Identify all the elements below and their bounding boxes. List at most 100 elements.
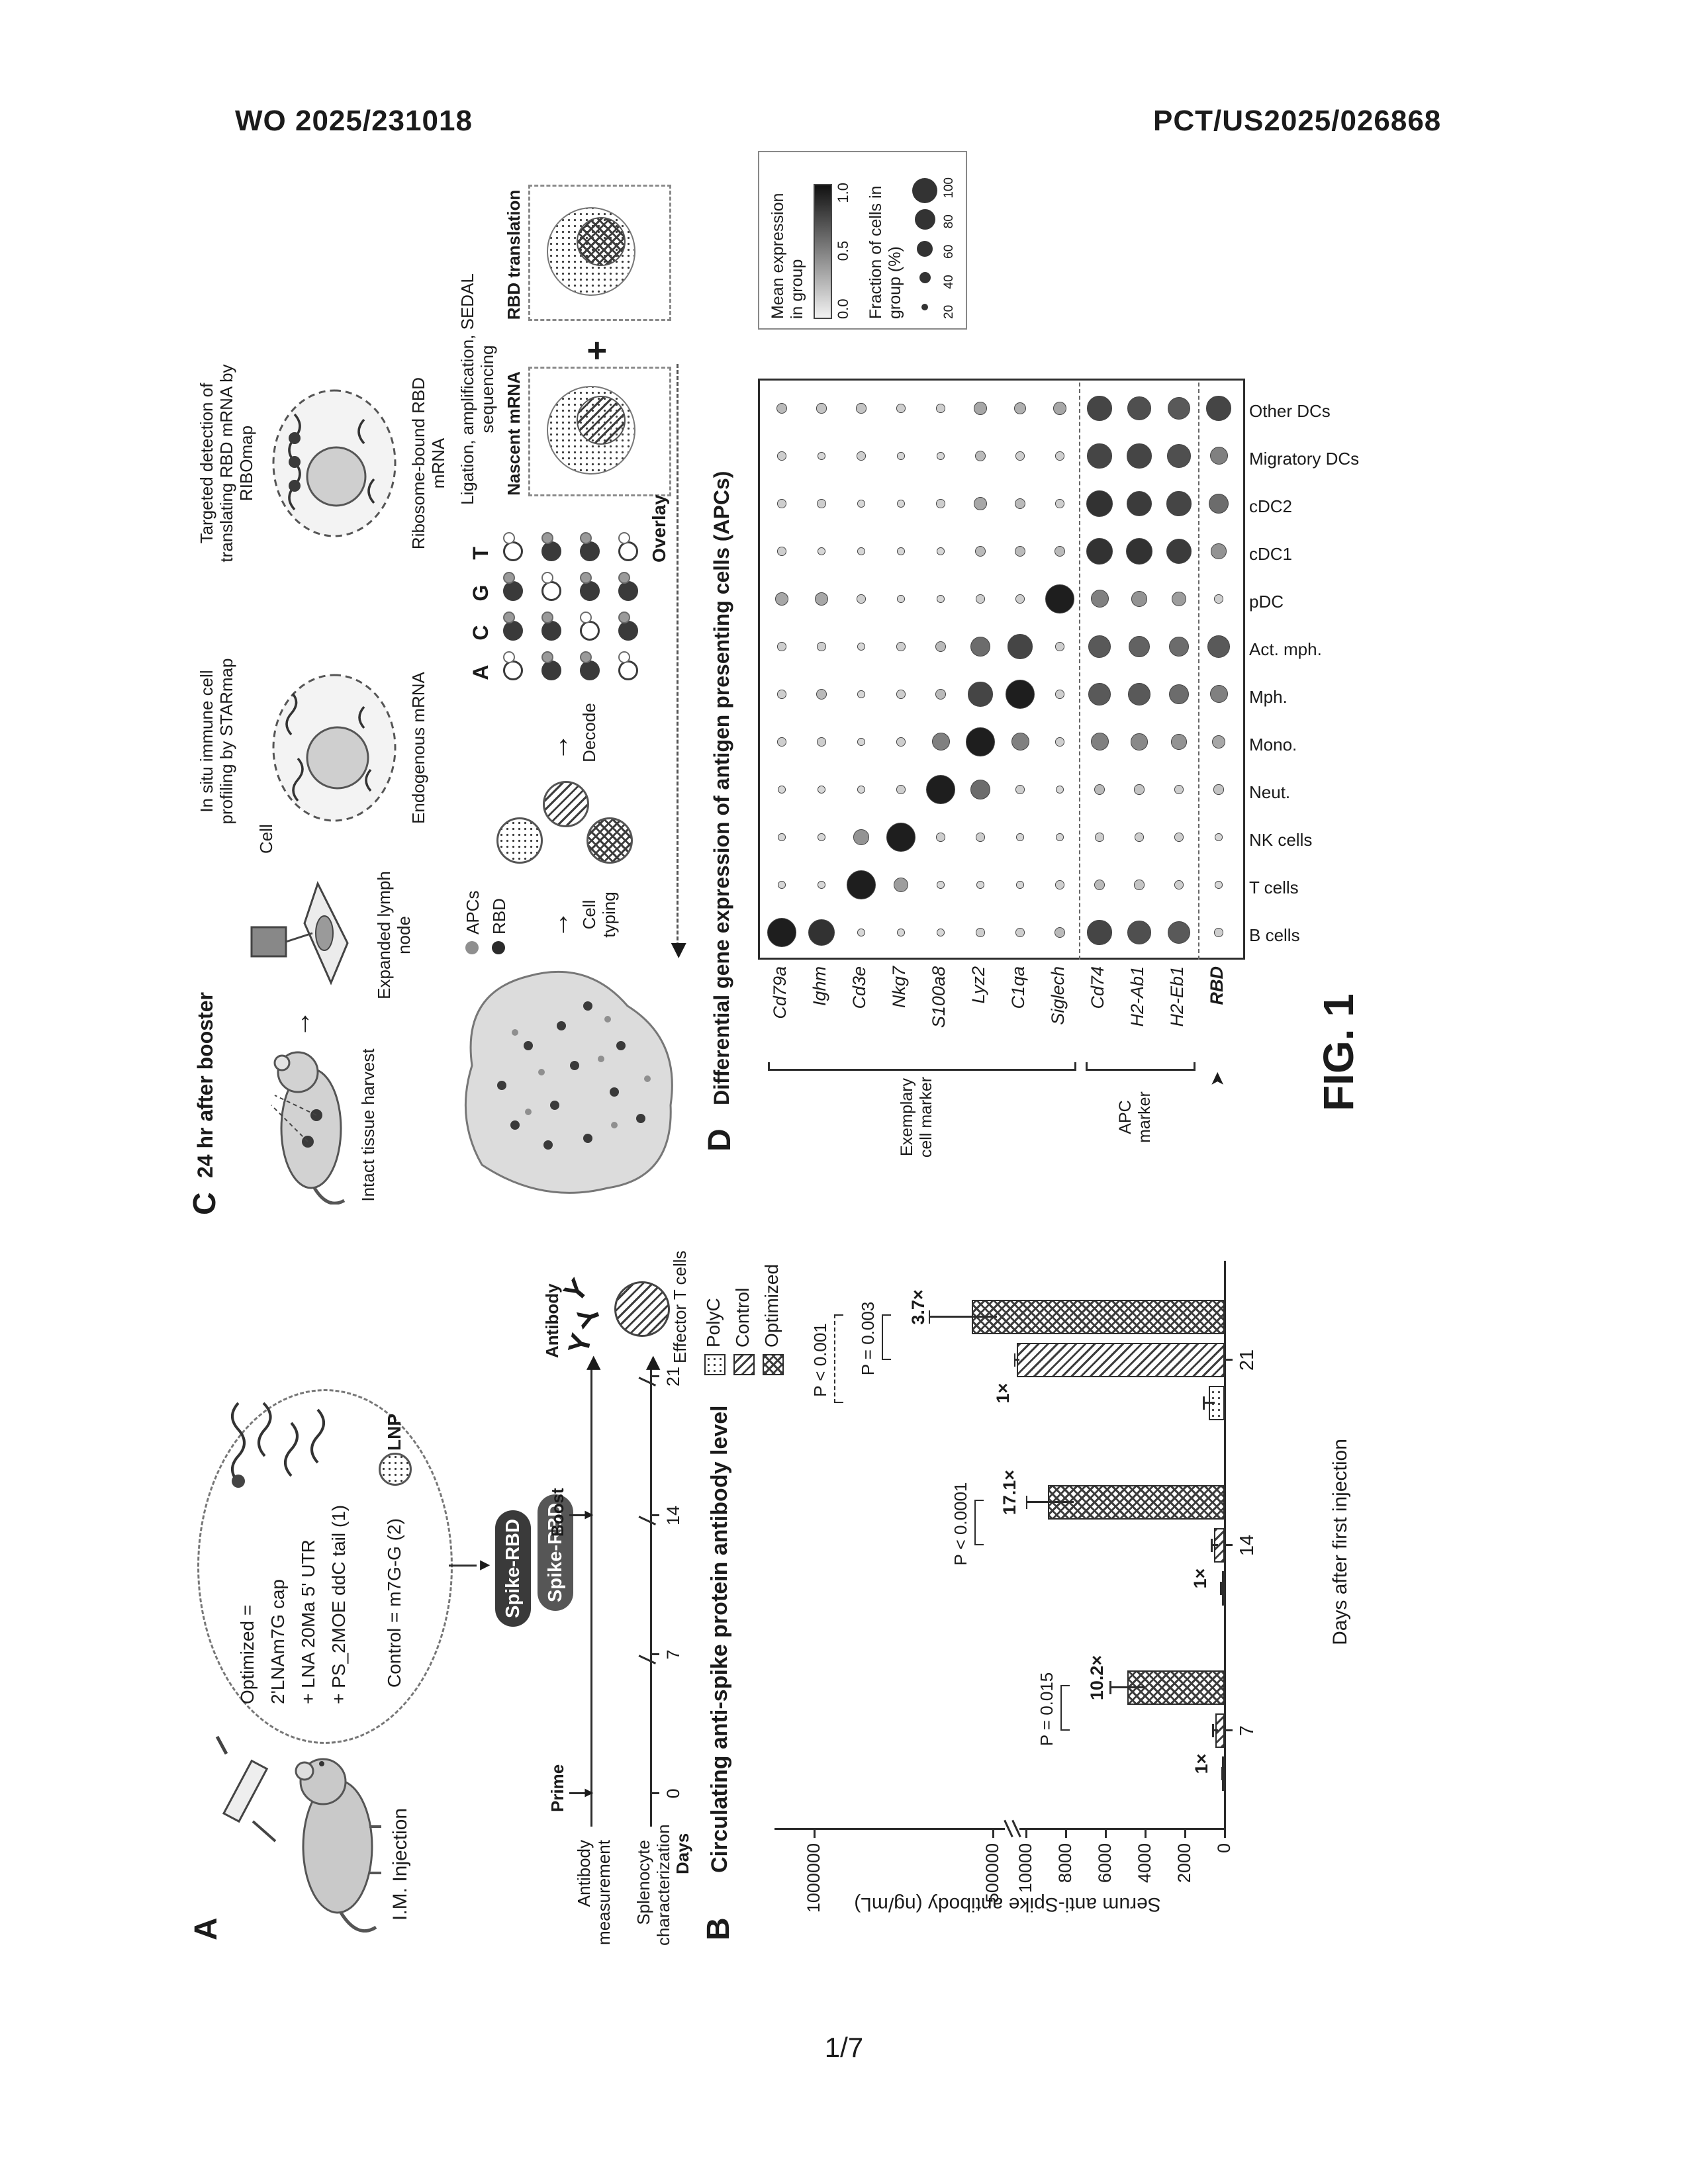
y-tick bbox=[1145, 1830, 1147, 1838]
typed-cell-icon bbox=[586, 817, 633, 864]
p-bracket bbox=[974, 1500, 984, 1545]
dot-H2-Eb1-Migratory DCs bbox=[1167, 444, 1191, 468]
barcode-dot bbox=[541, 651, 553, 663]
fraction-size-label: 80 bbox=[942, 214, 956, 229]
p-value-label: P = 0.003 bbox=[858, 1301, 878, 1376]
gene-label-Nkg7: Nkg7 bbox=[889, 966, 909, 1009]
dot-Cd74-Migratory DCs bbox=[1087, 443, 1112, 469]
y-tick bbox=[1184, 1830, 1186, 1838]
gene-label-S100a8: S100a8 bbox=[929, 966, 949, 1028]
y-tick-label-1000000: 1000000 bbox=[804, 1843, 823, 1913]
dot-RBD-Migratory DCs bbox=[1209, 447, 1228, 465]
dot-Nkg7-Mono. bbox=[896, 737, 906, 747]
barcode-dot bbox=[541, 581, 561, 601]
dot-Siglech-T cells bbox=[1055, 880, 1064, 889]
legend-label: Control bbox=[732, 1287, 753, 1347]
arrow-left-icon: ◀ bbox=[667, 942, 688, 958]
dot-H2-Ab1-Mph. bbox=[1128, 683, 1150, 705]
gene-label-H2-Eb1: H2-Eb1 bbox=[1167, 966, 1187, 1027]
cell-label: Cell bbox=[256, 824, 276, 854]
barcode-dot bbox=[541, 572, 553, 584]
figure-1-rotated-canvas: A I.M. Injection Optimized = 2'LNAm7G ca… bbox=[185, 151, 1390, 1952]
mrna-squiggle-icon bbox=[231, 1402, 325, 1488]
dot-H2-Ab1-B cells bbox=[1127, 921, 1151, 944]
celltype-label: Mono. bbox=[1249, 735, 1297, 754]
y-tick bbox=[1025, 1830, 1027, 1838]
barcode-dot bbox=[503, 541, 523, 561]
dot-Ighm-NK cells bbox=[818, 833, 825, 841]
dot-RBD-B cells bbox=[1214, 928, 1223, 937]
gene-group-divider bbox=[1198, 383, 1199, 960]
bar-control-day21 bbox=[1016, 1343, 1225, 1377]
x-axis-label: Days after first injection bbox=[1329, 1439, 1351, 1645]
y-tick bbox=[1105, 1830, 1107, 1838]
dot-Siglech-Other DCs bbox=[1053, 401, 1067, 416]
dot-C1qa-T cells bbox=[1016, 881, 1024, 889]
rbd-arrow-icon: ➤ bbox=[1207, 1071, 1227, 1087]
barcode-dot bbox=[580, 621, 600, 641]
gene-group-bracket bbox=[1086, 1062, 1196, 1071]
error-bar-cap bbox=[1211, 1539, 1213, 1552]
celltype-label: Migratory DCs bbox=[1249, 449, 1360, 469]
dot-Nkg7-Neut. bbox=[896, 785, 906, 794]
dot-Lyz2-NK cells bbox=[976, 833, 985, 842]
rbd-legend-label: RBD bbox=[489, 898, 509, 934]
dot-Cd79a-B cells bbox=[767, 918, 796, 947]
dot-Siglech-Migratory DCs bbox=[1055, 451, 1064, 461]
dot-H2-Eb1-B cells bbox=[1168, 921, 1190, 944]
y-tick-label-6000: 6000 bbox=[1095, 1843, 1115, 1884]
dot-S100a8-cDC2 bbox=[936, 499, 945, 508]
dot-C1qa-Neut. bbox=[1015, 785, 1025, 794]
gene-label-H2-Ab1: H2-Ab1 bbox=[1127, 966, 1147, 1027]
arrow-right-icon: → bbox=[543, 911, 574, 938]
gene-label-C1qa: C1qa bbox=[1008, 966, 1028, 1009]
publication-number: WO 2025/231018 bbox=[235, 105, 473, 137]
error-bar bbox=[1025, 1501, 1074, 1503]
p-bracket bbox=[834, 1314, 843, 1403]
dot-Cd74-pDC bbox=[1090, 590, 1109, 608]
dot-Cd74-Other DCs bbox=[1087, 396, 1112, 421]
splenocyte-marker bbox=[638, 1504, 662, 1525]
dot-Siglech-Act. mph. bbox=[1055, 642, 1064, 651]
base-letter-G: G bbox=[469, 584, 492, 602]
barcode-dot bbox=[580, 541, 600, 561]
timeline-day-0: 0 bbox=[663, 1788, 683, 1799]
rbd-dot-icon bbox=[491, 941, 505, 954]
dot-RBD-pDC bbox=[1214, 594, 1223, 604]
boost-arrow-head: ▼ bbox=[580, 1508, 596, 1522]
barcode-dot bbox=[580, 572, 592, 584]
tcell-label: Effector T cells bbox=[670, 1250, 690, 1363]
error-bar bbox=[1203, 1402, 1215, 1404]
dot-S100a8-pDC bbox=[937, 595, 945, 603]
ribomap-caption: Targeted detection of translating RBD mR… bbox=[197, 364, 256, 563]
barcode-dot bbox=[618, 651, 630, 663]
y-axis-line bbox=[774, 1828, 1225, 1830]
legend-label: PolyC bbox=[703, 1298, 724, 1347]
dot-H2-Eb1-Other DCs bbox=[1168, 397, 1190, 420]
nucleus-icon bbox=[577, 217, 626, 266]
p-value-label: P < 0.0001 bbox=[951, 1482, 970, 1566]
panel-d-dotplot: D Differential gene expression of antige… bbox=[695, 151, 1390, 1158]
barcode-dot bbox=[618, 581, 638, 601]
barcode-dot bbox=[503, 581, 523, 601]
dot-S100a8-NK cells bbox=[936, 833, 945, 842]
bar-optimized-day14 bbox=[1048, 1485, 1225, 1520]
dot-Ighm-cDC2 bbox=[817, 499, 826, 508]
arrow-right-icon: → bbox=[543, 733, 574, 761]
barcode-dot bbox=[541, 660, 561, 680]
fraction-dots-row bbox=[912, 177, 941, 319]
expression-tick: 0.5 bbox=[835, 240, 851, 261]
x-tick-label-day7: 7 bbox=[1237, 1725, 1258, 1737]
error-bar-cap bbox=[1220, 1582, 1222, 1595]
expression-gradient-bar bbox=[814, 184, 832, 319]
dot-Nkg7-cDC1 bbox=[897, 547, 905, 555]
expression-tick: 0.0 bbox=[835, 298, 851, 319]
gene-group-label: APC marker bbox=[1116, 1091, 1154, 1143]
prime-label: Prime bbox=[547, 1764, 567, 1812]
barcode-dot bbox=[618, 572, 630, 584]
y-tick bbox=[1065, 1830, 1067, 1838]
dot-Cd79a-pDC bbox=[774, 592, 789, 606]
legend-item-polyc: PolyC bbox=[702, 1230, 726, 1375]
